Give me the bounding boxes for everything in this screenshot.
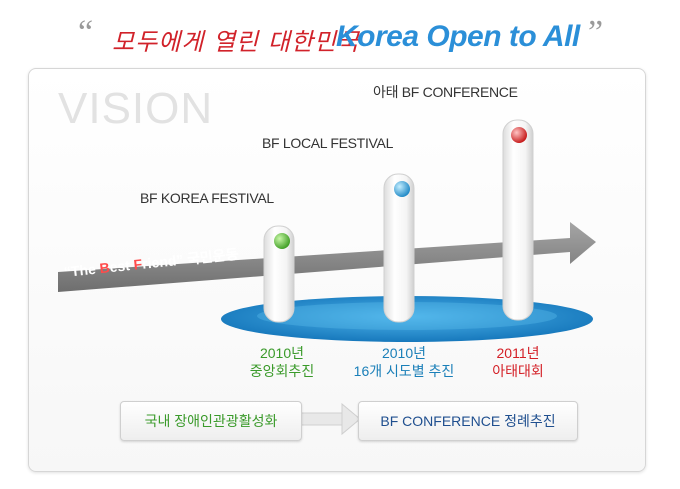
desc-1: 중앙회추진 <box>249 363 315 379</box>
timeline-arrow <box>58 222 596 292</box>
milestone-label-1: BF KOREA FESTIVAL <box>140 190 274 206</box>
red-ball-icon <box>511 127 527 143</box>
milestone-label-3: 아태 BF CONFERENCE <box>373 84 518 100</box>
desc-2: 16개 시도별 추진 <box>353 363 455 379</box>
close-quote: ” <box>588 14 604 51</box>
blue-ball-icon <box>394 181 410 197</box>
year-2: 2010년 <box>381 345 427 361</box>
milestone-year-3: 2011년 아태대회 <box>468 344 568 380</box>
banner-text-1: “The <box>63 260 101 280</box>
process-arrow <box>299 402 361 436</box>
milestone-label-2: BF LOCAL FESTIVAL <box>262 135 394 151</box>
year-3: 2011년 <box>496 345 540 361</box>
open-quote: “ <box>78 14 94 51</box>
pillar-3 <box>502 119 534 321</box>
process-box-domestic: 국내 장애인관광활성화 <box>120 401 302 441</box>
green-ball-icon <box>274 233 290 249</box>
banner-korean: 국민운동 <box>182 245 240 268</box>
milestone-year-2: 2010년 16개 시도별 추진 <box>334 344 474 380</box>
english-title: Korea Open to All <box>336 20 580 53</box>
pillar-2 <box>383 173 415 323</box>
banner-text-2: est <box>108 256 135 276</box>
year-1: 2010년 <box>259 345 305 361</box>
milestone-year-1: 2010년 중앙회추진 <box>232 344 332 380</box>
headline: “ 모두에게 열린 대한민국 Korea Open to All ” <box>0 12 680 60</box>
korean-title: 모두에게 열린 대한민국 <box>112 28 361 56</box>
desc-3: 아태대회 <box>492 363 544 379</box>
pillar-1 <box>263 225 295 323</box>
vision-label: VISION <box>58 84 214 133</box>
process-box-conference: BF CONFERENCE 정례추진 <box>358 401 578 441</box>
banner-text-3: riend” <box>141 251 185 272</box>
